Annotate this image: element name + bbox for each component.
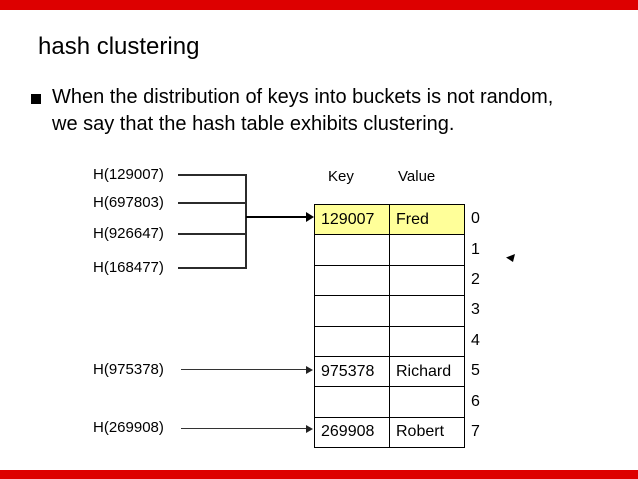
bucket-index: 6	[471, 392, 480, 410]
table-row: 269908 Robert	[314, 416, 465, 449]
connector-line	[178, 233, 246, 235]
hash-table: 129007 Fred 975378 Richard	[314, 203, 465, 449]
table-row	[314, 295, 465, 327]
table-row	[314, 325, 465, 357]
bucket-index: 5	[471, 362, 480, 380]
cell-value: Richard	[389, 355, 465, 388]
cell-key	[314, 325, 390, 357]
connector-line	[178, 202, 246, 204]
bucket-index: 0	[471, 210, 480, 228]
table-row: 975378 Richard	[314, 355, 465, 388]
top-accent-bar	[0, 0, 638, 10]
arrow-to-row-0	[246, 216, 306, 218]
bullet-line-2: we say that the hash table exhibits clus…	[52, 113, 455, 135]
bucket-index: 2	[471, 270, 480, 288]
connector-line	[178, 174, 246, 176]
cell-value: Fred	[389, 203, 465, 236]
cell-key	[314, 264, 390, 297]
cell-value	[389, 325, 465, 357]
bucket-index: 3	[471, 301, 480, 319]
hash-label-129007: H(129007)	[93, 166, 164, 183]
cell-key: 975378	[314, 355, 390, 388]
table-row: 129007 Fred	[314, 203, 465, 236]
hash-label-168477: H(168477)	[93, 259, 164, 276]
cell-key	[314, 295, 390, 327]
cell-value	[389, 234, 465, 266]
hash-label-697803: H(697803)	[93, 194, 164, 211]
mouse-cursor-icon	[506, 254, 515, 262]
table-row	[314, 234, 465, 266]
cell-value: Robert	[389, 416, 465, 449]
hash-label-926647: H(926647)	[93, 225, 164, 242]
cell-value	[389, 264, 465, 297]
bottom-accent-bar	[0, 470, 638, 479]
bullet-text: When the distribution of keys into bucke…	[52, 84, 612, 138]
connector-line	[178, 267, 246, 269]
arrow-head-icon	[306, 366, 313, 374]
cell-key	[314, 234, 390, 266]
cell-key: 269908	[314, 416, 390, 449]
bracket-line	[245, 174, 247, 269]
arrow-to-row-7	[181, 428, 307, 429]
column-header-key: Key	[328, 168, 354, 185]
bullet-line-1: When the distribution of keys into bucke…	[52, 86, 554, 108]
bullet-square-icon	[31, 94, 41, 104]
arrow-to-row-5	[181, 369, 307, 370]
cell-value	[389, 386, 465, 418]
column-header-value: Value	[398, 168, 436, 185]
arrow-head-icon	[306, 212, 314, 222]
cell-value	[389, 295, 465, 327]
cell-key	[314, 386, 390, 418]
hash-label-975378: H(975378)	[93, 361, 164, 378]
bucket-index: 1	[471, 240, 480, 258]
bucket-index: 4	[471, 331, 480, 349]
table-row	[314, 264, 465, 297]
bucket-index: 7	[471, 422, 480, 440]
arrow-head-icon	[306, 425, 313, 433]
hash-label-269908: H(269908)	[93, 419, 164, 436]
table-row	[314, 386, 465, 418]
slide-title: hash clustering	[38, 33, 200, 60]
bucket-index-column: 0 1 2 3 4 5 6 7	[471, 204, 480, 447]
cell-key: 129007	[314, 203, 390, 236]
